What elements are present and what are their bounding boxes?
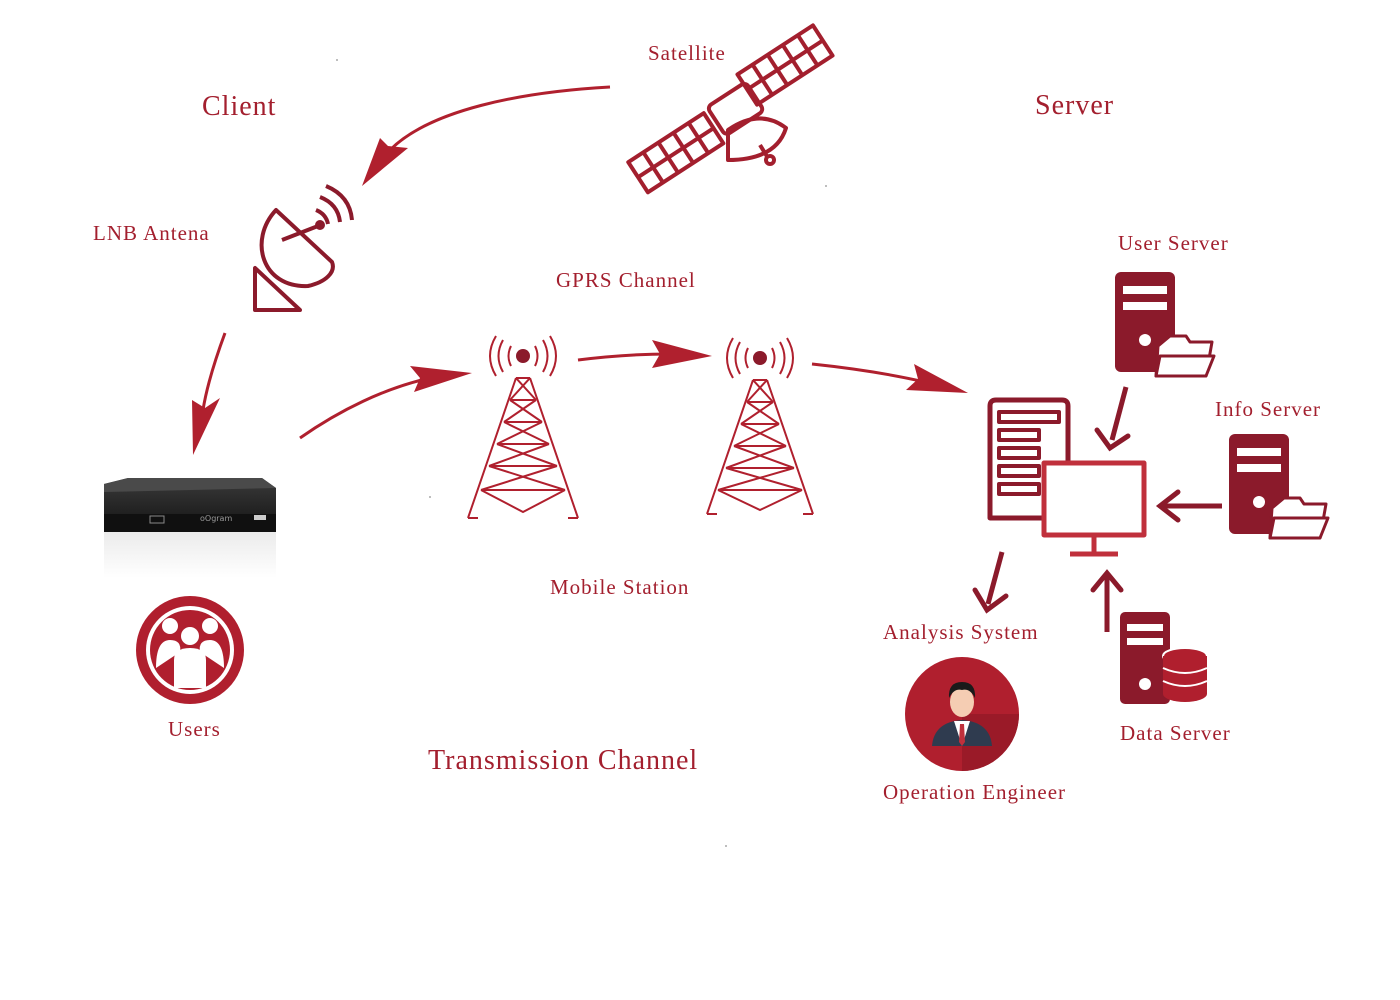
transmission-channel-label: Transmission Channel [428,745,699,776]
user-server-label: User Server [1118,231,1229,255]
arrow-userserver-to-workstation [1094,386,1131,452]
arrow-antenna-to-box [192,332,227,455]
speck [336,59,338,61]
engineer-avatar-icon [905,657,1019,771]
radio-tower-icon-1 [467,335,579,519]
arrow-box-to-tower [299,366,472,440]
data-server-label: Data Server [1120,721,1231,745]
radio-tower-icon-2 [706,337,814,515]
arrow-workstation-to-analysis [972,551,1009,614]
users-group-icon [136,596,244,704]
client-heading: Client [202,91,277,122]
satellite-label: Satellite [648,41,726,65]
speck [429,496,431,498]
arrow-infoserver-to-workstation [1155,489,1222,523]
workstation-icon [987,397,1147,557]
server-folder-icon-user [1115,272,1216,378]
server-heading: Server [1035,90,1115,121]
info-server-label: Info Server [1215,397,1322,421]
arrow-dataserver-to-workstation [1090,569,1124,632]
set-top-box-icon: oOgram [104,478,276,578]
mobile-station-label: Mobile Station [550,575,690,599]
arrow-tower-to-server [811,362,968,393]
users-label: Users [168,717,221,741]
speck [725,845,727,847]
operation-engineer-label: Operation Engineer [883,780,1067,804]
server-folder-icon-info [1229,434,1330,540]
dish-antenna-icon [253,184,354,312]
server-database-icon [1120,612,1208,704]
speck [825,185,827,187]
set-top-brand: oOgram [200,514,232,523]
lnb-antenna-label: LNB Antena [93,221,210,245]
arrow-satellite-to-antenna [362,85,611,186]
satellite-icon [626,23,835,195]
gprs-channel-label: GPRS Channel [556,268,696,292]
arrow-tower-to-tower [577,340,712,368]
analysis-system-label: Analysis System [883,620,1039,644]
